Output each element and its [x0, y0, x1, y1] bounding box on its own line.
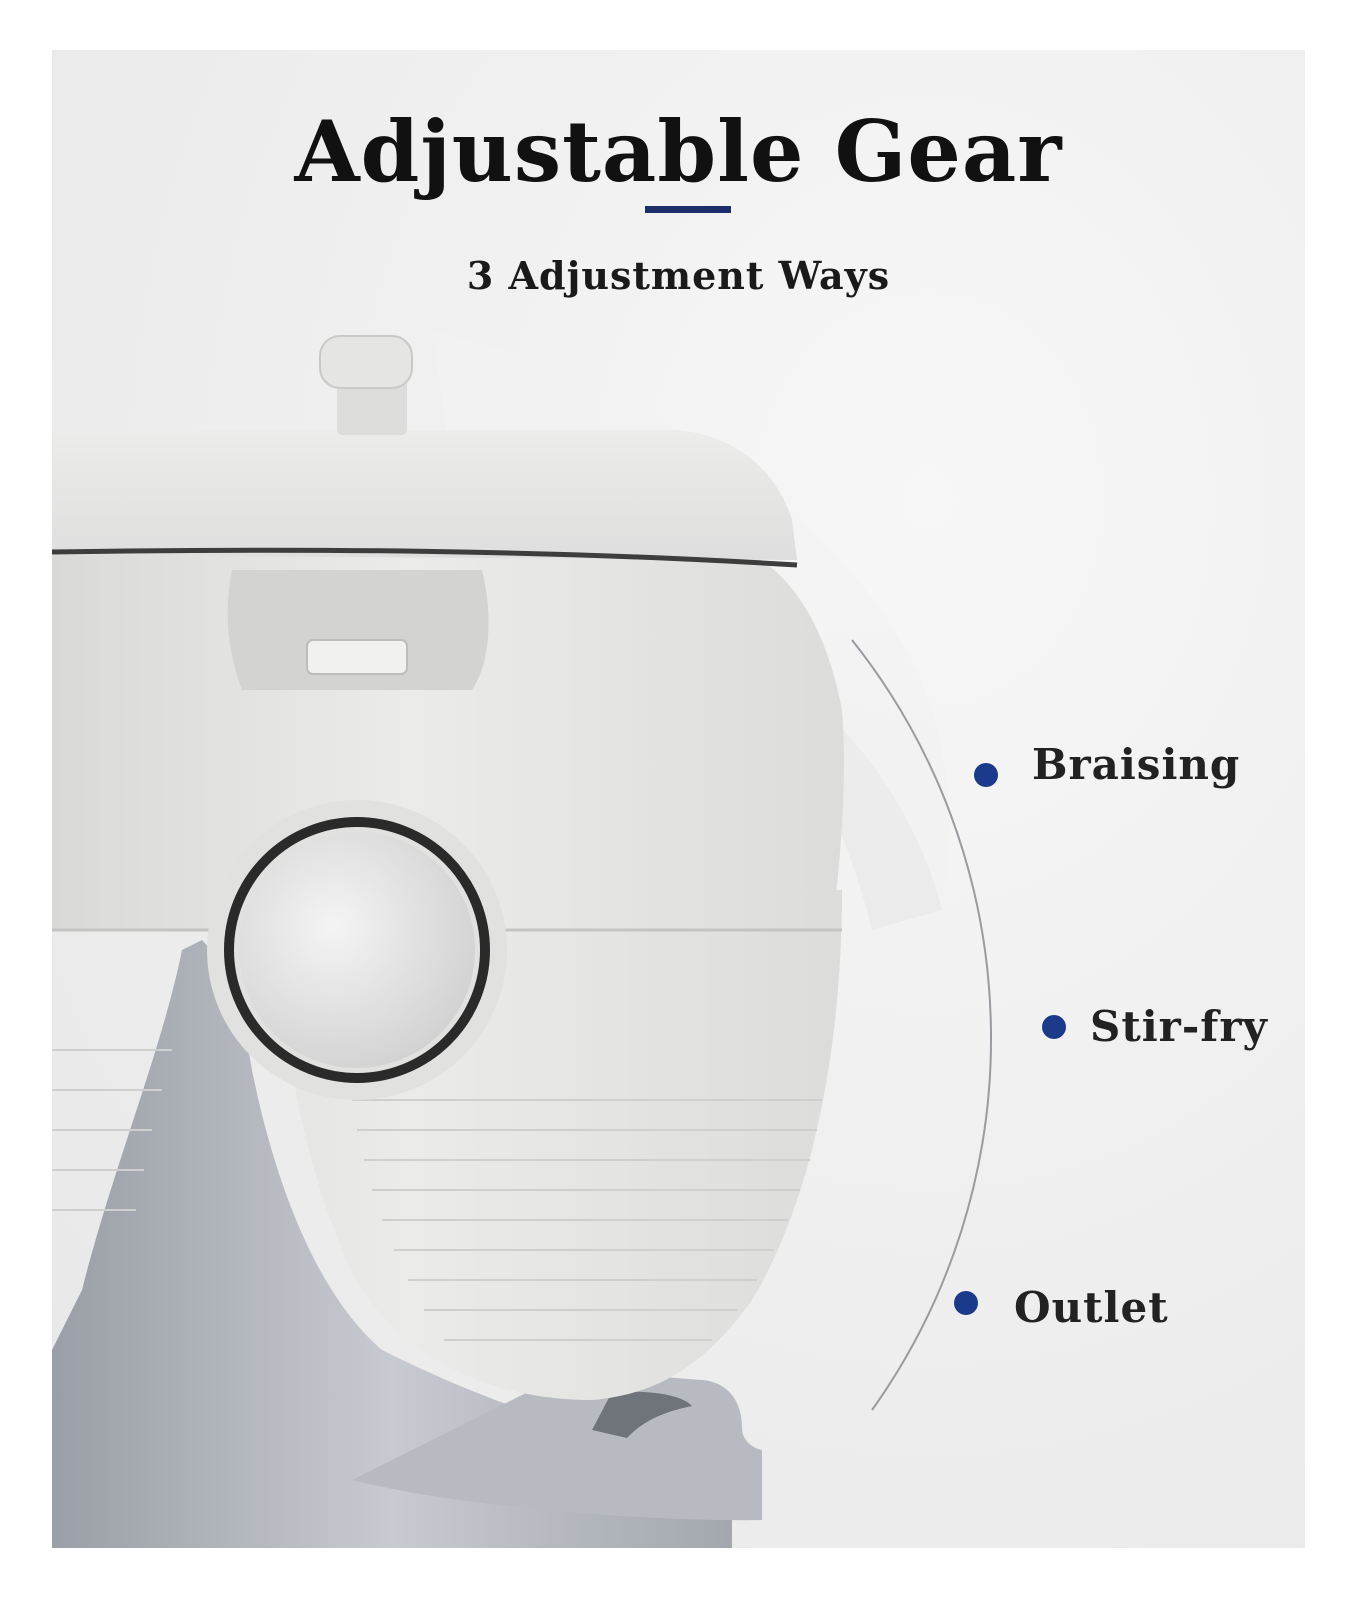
lower-bowl	[52, 890, 842, 1400]
product-panel: Adjustable Gear 3 Adjustment Ways	[52, 50, 1305, 1548]
page-title: Adjustable Gear	[294, 102, 1063, 201]
lid-seam	[52, 547, 798, 568]
gear-marker-braising	[974, 763, 998, 787]
gear-arc	[851, 639, 993, 1411]
stand-base-slot	[592, 1391, 692, 1438]
gear-marker-outlet	[954, 1291, 978, 1315]
gear-label-braising: Braising	[1032, 740, 1241, 789]
stand-arm	[52, 940, 732, 1548]
gear-marker-stir-fry	[1042, 1015, 1066, 1039]
control-knob-rim	[224, 817, 490, 1083]
title-accent-rule	[645, 206, 731, 213]
bowl-ridges	[52, 1049, 822, 1341]
gear-label-outlet: Outlet	[1014, 1283, 1169, 1332]
gear-label-stir-fry: Stir-fry	[1090, 1002, 1268, 1051]
lid	[52, 430, 797, 560]
steam-valve-stem	[337, 375, 407, 435]
cooking-machine-illustration	[52, 330, 1066, 1548]
steam-valve-cap	[319, 335, 413, 389]
latch-recess	[227, 570, 489, 690]
page-subtitle: 3 Adjustment Ways	[466, 253, 891, 298]
control-knob	[239, 832, 475, 1068]
latch-button	[306, 639, 408, 675]
